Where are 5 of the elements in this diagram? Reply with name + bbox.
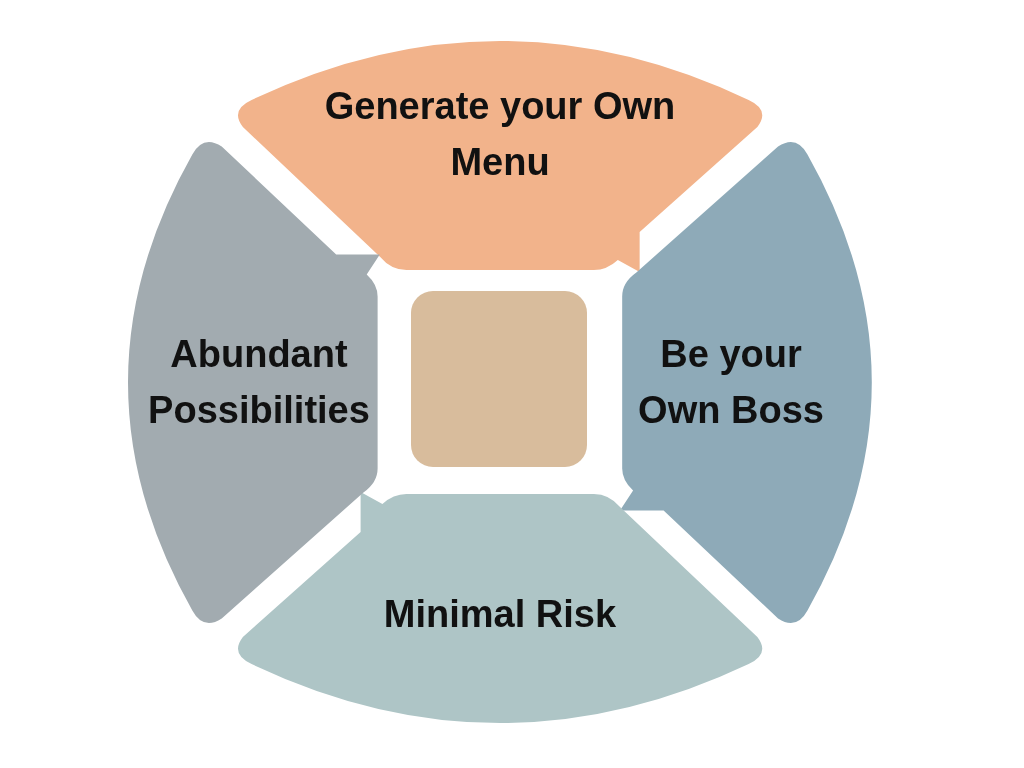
center-square — [411, 291, 587, 467]
segment-label: Abundant Possibilities — [147, 332, 371, 433]
segment-label: Generate your Own Menu — [323, 84, 677, 185]
segment-label: Be your Own Boss — [637, 332, 825, 433]
segment-label: Minimal Risk — [382, 592, 618, 637]
